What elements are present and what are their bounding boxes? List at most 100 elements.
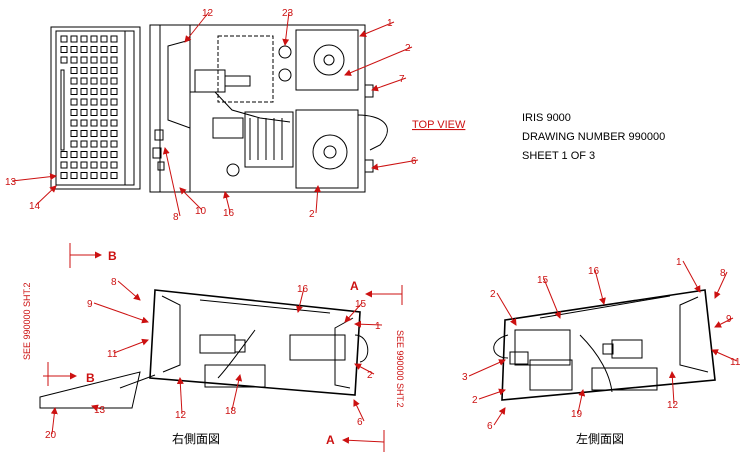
keyboard-key <box>70 35 78 43</box>
main-enclosure-top <box>149 24 388 193</box>
callout-number: 13 <box>5 177 17 188</box>
keyboard-key <box>80 161 88 169</box>
callout-number: 19 <box>571 409 583 420</box>
keyboard-key <box>110 56 118 64</box>
keyboard-key <box>70 56 78 64</box>
see-note-left: SEE 990000 SHT.2 <box>22 282 32 360</box>
callout-number: 16 <box>223 208 235 219</box>
section-b-top-label: B <box>108 249 117 263</box>
keyboard-key <box>70 172 78 179</box>
callout-leader <box>371 159 419 171</box>
keyboard-key <box>90 67 98 74</box>
keyboard-key <box>110 130 118 137</box>
keyboard-key <box>110 109 118 116</box>
callout-leader <box>296 287 305 313</box>
keyboard-key <box>90 109 98 116</box>
keyboard-key <box>110 172 118 179</box>
keyboard-key <box>80 56 88 64</box>
keyboard-key <box>80 77 88 85</box>
callout-leader <box>162 147 181 217</box>
callout-number: 7 <box>399 74 405 85</box>
keyboard-key <box>70 130 78 137</box>
keyboard-key <box>100 130 108 137</box>
callout-number: 6 <box>357 417 363 428</box>
callout-leader <box>353 399 365 422</box>
callout-number: 2 <box>367 370 373 381</box>
keyboard-key <box>70 109 78 116</box>
callout-leader <box>714 271 728 299</box>
callout-leader <box>91 404 102 412</box>
callout-leader <box>543 278 561 319</box>
callout-number: 16 <box>588 266 600 277</box>
keyboard-key <box>110 88 118 95</box>
callout-number: 2 <box>490 289 496 300</box>
keyboard-key <box>100 88 108 95</box>
callout-number: 15 <box>537 275 549 286</box>
keyboard-key <box>100 67 108 74</box>
callout-number: 15 <box>355 299 367 310</box>
keyboard-key <box>80 109 88 116</box>
keyboard-key <box>110 98 118 106</box>
caption-left-side-view: 左側面図 <box>576 431 624 446</box>
callout-number: 13 <box>94 405 106 416</box>
callout-number: 1 <box>375 321 381 332</box>
callout-leader <box>231 374 243 411</box>
keyboard-key <box>100 151 108 158</box>
callout-leader <box>478 388 506 400</box>
keyboard-key <box>70 151 78 158</box>
callout-leader <box>179 187 203 211</box>
keyboard-key <box>70 119 78 127</box>
section-a-marker <box>342 285 403 452</box>
callout-leader <box>11 173 57 182</box>
callout-number: 1 <box>676 257 682 268</box>
keyboard-key <box>70 98 78 106</box>
callout-number: 11 <box>107 349 118 360</box>
keyboard-key <box>110 161 118 169</box>
keyboard-key <box>90 56 98 64</box>
keyboard-key <box>80 98 88 106</box>
callout-leader <box>176 377 184 415</box>
keyboard-key <box>90 35 98 43</box>
keyboard-key <box>80 172 88 179</box>
keyboard-key <box>90 172 98 179</box>
callout-number: 2 <box>405 43 411 54</box>
callout-leader <box>371 77 407 92</box>
callout-leader <box>714 317 734 328</box>
keyboard-key <box>90 140 98 148</box>
callout-leader <box>113 338 149 354</box>
section-a-bottom-label: A <box>326 433 335 447</box>
callout-number: 2 <box>472 395 478 406</box>
keyboard-key <box>80 88 88 95</box>
callout-leader <box>354 363 375 375</box>
title-drawing-number: DRAWING NUMBER 990000 <box>522 131 665 143</box>
keyboard-key <box>90 46 98 53</box>
keyboard-key <box>60 46 68 53</box>
callout-leader <box>496 292 517 326</box>
keyboard-key <box>90 161 98 169</box>
callout-number: 2 <box>309 209 315 220</box>
keyboard-key <box>70 88 78 95</box>
callout-number: 6 <box>487 421 493 432</box>
callout-number: 8 <box>173 212 179 223</box>
callout-leader <box>282 11 290 46</box>
callout-leader <box>93 302 149 324</box>
keyboard-key <box>70 77 78 85</box>
keyboard-key <box>90 151 98 158</box>
keyboard-key <box>100 161 108 169</box>
keyboard-key <box>110 46 118 53</box>
callout-number: 12 <box>175 410 187 421</box>
keyboard-key <box>110 35 118 43</box>
callout-leader <box>359 21 395 37</box>
keyboard-key <box>80 140 88 148</box>
callout-number: 10 <box>195 206 207 217</box>
callout-leader <box>668 371 676 405</box>
keyboard-key <box>110 119 118 127</box>
right-side-view <box>39 243 403 452</box>
keyboard-key <box>60 172 68 179</box>
callout-number: 1 <box>387 18 393 29</box>
key-grid <box>60 35 118 179</box>
title-sheet: SHEET 1 OF 3 <box>522 150 595 162</box>
